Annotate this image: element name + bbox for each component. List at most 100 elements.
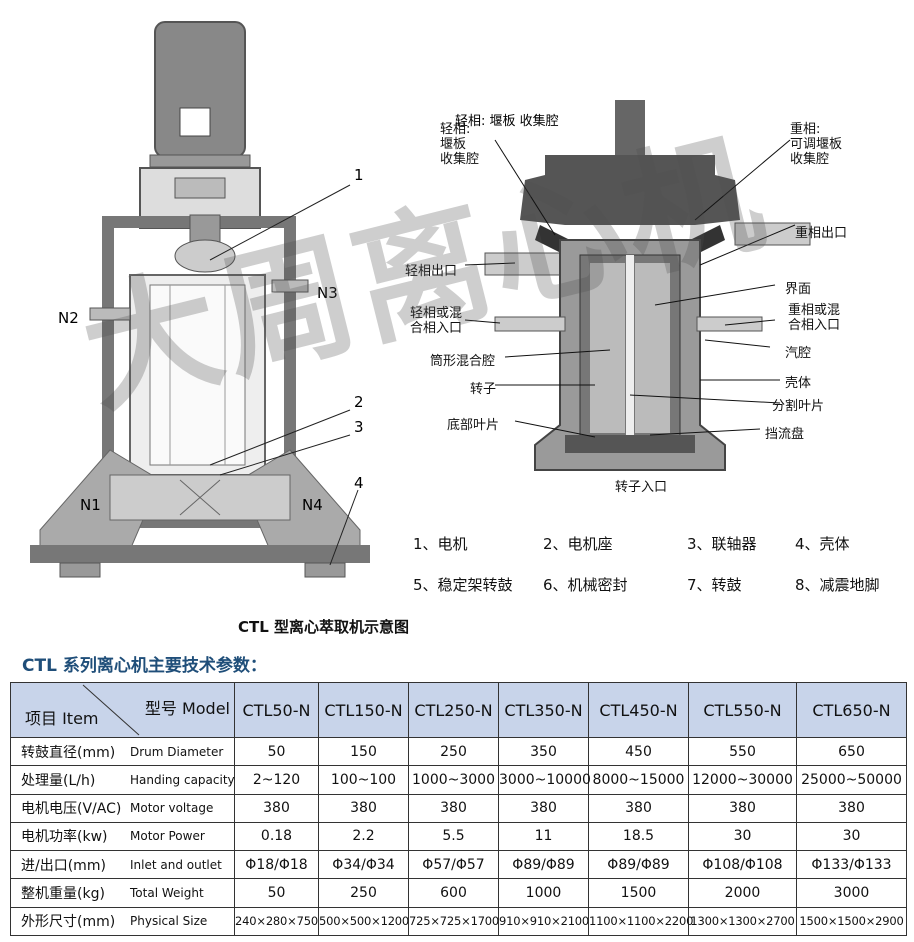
label-rotor-inlet: 转子入口 — [615, 480, 668, 495]
table-cell: 30 — [688, 821, 797, 852]
model-header: CTL50-N — [234, 682, 319, 738]
row-header-cn: 外形尺寸(mm) — [21, 914, 116, 931]
model-header: CTL450-N — [588, 682, 689, 738]
table-cell: 2.2 — [318, 821, 409, 852]
row-header-en: Motor voltage — [130, 801, 214, 816]
table-cell: Φ133/Φ133 — [796, 850, 907, 880]
figure-title: CTL 型离心萃取机示意图 — [238, 618, 410, 636]
legend-item-6: 6、机械密封 — [543, 576, 628, 594]
legend-item-3: 3、联轴器 — [687, 535, 757, 553]
table-cell: Φ18/Φ18 — [234, 850, 319, 880]
table-cell: 30 — [796, 821, 907, 852]
table-cell: 1000 — [498, 878, 589, 908]
table-cell: 1100×1100×2200 — [588, 906, 693, 937]
label-annular-chamber: 筒形混合腔 — [430, 354, 496, 369]
label-heavy-collect-text: 重相:可调堰板收集腔 — [790, 122, 843, 167]
label-light-mix-inlet: 轻相或混合相入口 — [410, 306, 463, 336]
row-header-cn: 转鼓直径(mm) — [21, 744, 116, 761]
table-cell: 725×725×1700 — [408, 906, 499, 937]
table-cell: 18.5 — [588, 821, 689, 852]
table-cell: 8000~15000 — [588, 765, 689, 795]
table-cell: 380 — [796, 793, 907, 823]
label-n1: N1 — [80, 496, 101, 514]
section-title: CTL 系列离心机主要技术参数： — [22, 656, 267, 676]
row-header: 电机电压(V/AC) Motor voltage — [10, 793, 235, 823]
label-light-outlet: 轻相出口 — [405, 264, 458, 279]
table-cell: 5.5 — [408, 821, 499, 852]
table-cell: 100~100 — [318, 765, 409, 795]
row-header-cn: 处理量(L/h) — [21, 772, 96, 789]
label-heavy-mix-inlet: 重相或混合相入口 — [788, 303, 841, 333]
table-cell: 25000~50000 — [796, 765, 907, 795]
table-header-row: 项目 Item 型号 Model CTL50-N CTL150-N CTL250… — [10, 682, 907, 738]
table-cell: 50 — [234, 878, 319, 908]
table-cell: Φ89/Φ89 — [588, 850, 689, 880]
table-cell: 3000~10000 — [498, 765, 591, 795]
legend-item-2: 2、电机座 — [543, 535, 613, 553]
table-cell: 11 — [498, 821, 589, 852]
row-header: 整机重量(kg) Total Weight — [10, 878, 235, 908]
callout-2: 2 — [354, 393, 364, 411]
table-cell: 380 — [588, 793, 689, 823]
row-header: 处理量(L/h) Handing capacity — [10, 765, 235, 795]
model-header: CTL350-N — [498, 682, 589, 738]
row-header: 转鼓直径(mm) Drum Diameter — [10, 736, 235, 767]
label-n3: N3 — [317, 284, 338, 302]
row-header-en: Drum Diameter — [130, 744, 224, 759]
model-header: CTL250-N — [408, 682, 499, 738]
legend-item-7: 7、转鼓 — [687, 576, 742, 594]
row-header-cn: 进/出口(mm) — [21, 857, 106, 874]
table-cell: Φ108/Φ108 — [688, 850, 797, 880]
table-cell: 650 — [796, 736, 907, 767]
centrifuge-section-diagram: 轻相: 堰板 收集腔 — [455, 100, 811, 471]
label-n2: N2 — [58, 309, 79, 327]
model-header: CTL150-N — [318, 682, 409, 738]
row-header-en: Inlet and outlet — [130, 857, 222, 872]
table-cell: 500×500×1200 — [318, 906, 409, 937]
label-shell: 壳体 — [785, 376, 812, 391]
table-cell: 600 — [408, 878, 499, 908]
row-header-cn: 整机重量(kg) — [21, 886, 105, 903]
table-cell: 380 — [688, 793, 797, 823]
table-cell: 240×280×750 — [234, 906, 319, 937]
table-cell: 350 — [498, 736, 589, 767]
table-cell: 380 — [498, 793, 589, 823]
row-header-cn: 电机功率(kw) — [21, 829, 108, 846]
table-cell: 910×910×2100 — [498, 906, 589, 937]
label-light-collect-text: 轻相:堰板收集腔 — [440, 122, 480, 167]
legend-item-4: 4、壳体 — [795, 535, 850, 553]
centrifuge-front-diagram: N1 N2 N3 N4 1 2 3 4 — [30, 21, 370, 578]
row-header-cn: 电机电压(V/AC) — [21, 801, 122, 818]
table-cell: 550 — [688, 736, 797, 767]
table-corner-cell: 项目 Item 型号 Model — [10, 682, 235, 738]
table-cell: 1000~3000 — [408, 765, 499, 795]
row-header: 进/出口(mm) Inlet and outlet — [10, 850, 235, 880]
table-cell: 3000 — [796, 878, 907, 908]
table-cell: 1500 — [588, 878, 689, 908]
label-heavy-outlet: 重相出口 — [795, 226, 848, 241]
row-header-en: Total Weight — [130, 886, 204, 901]
row-header-en: Handing capacity — [130, 772, 235, 787]
corner-item-label: 项目 Item — [25, 709, 99, 728]
label-interface: 界面 — [785, 282, 812, 297]
table-cell: 1300×1300×2700 — [688, 906, 797, 937]
table-cell: 2000 — [688, 878, 797, 908]
row-header: 外形尺寸(mm) Physical Size — [10, 906, 235, 937]
table-cell: 380 — [408, 793, 499, 823]
table-cell: 0.18 — [234, 821, 319, 852]
callout-3: 3 — [354, 418, 364, 436]
table-cell: 380 — [318, 793, 409, 823]
label-rotor: 转子 — [470, 382, 497, 397]
label-light-collect: 轻相: 堰板 收集腔 — [455, 113, 559, 129]
label-vapor-chamber: 汽腔 — [785, 346, 812, 361]
table-cell: 50 — [234, 736, 319, 767]
row-header-en: Physical Size — [130, 914, 208, 929]
table-cell: Φ89/Φ89 — [498, 850, 589, 880]
spec-table: 项目 Item 型号 Model CTL50-N CTL150-N CTL250… — [10, 682, 907, 937]
model-header: CTL550-N — [688, 682, 797, 738]
